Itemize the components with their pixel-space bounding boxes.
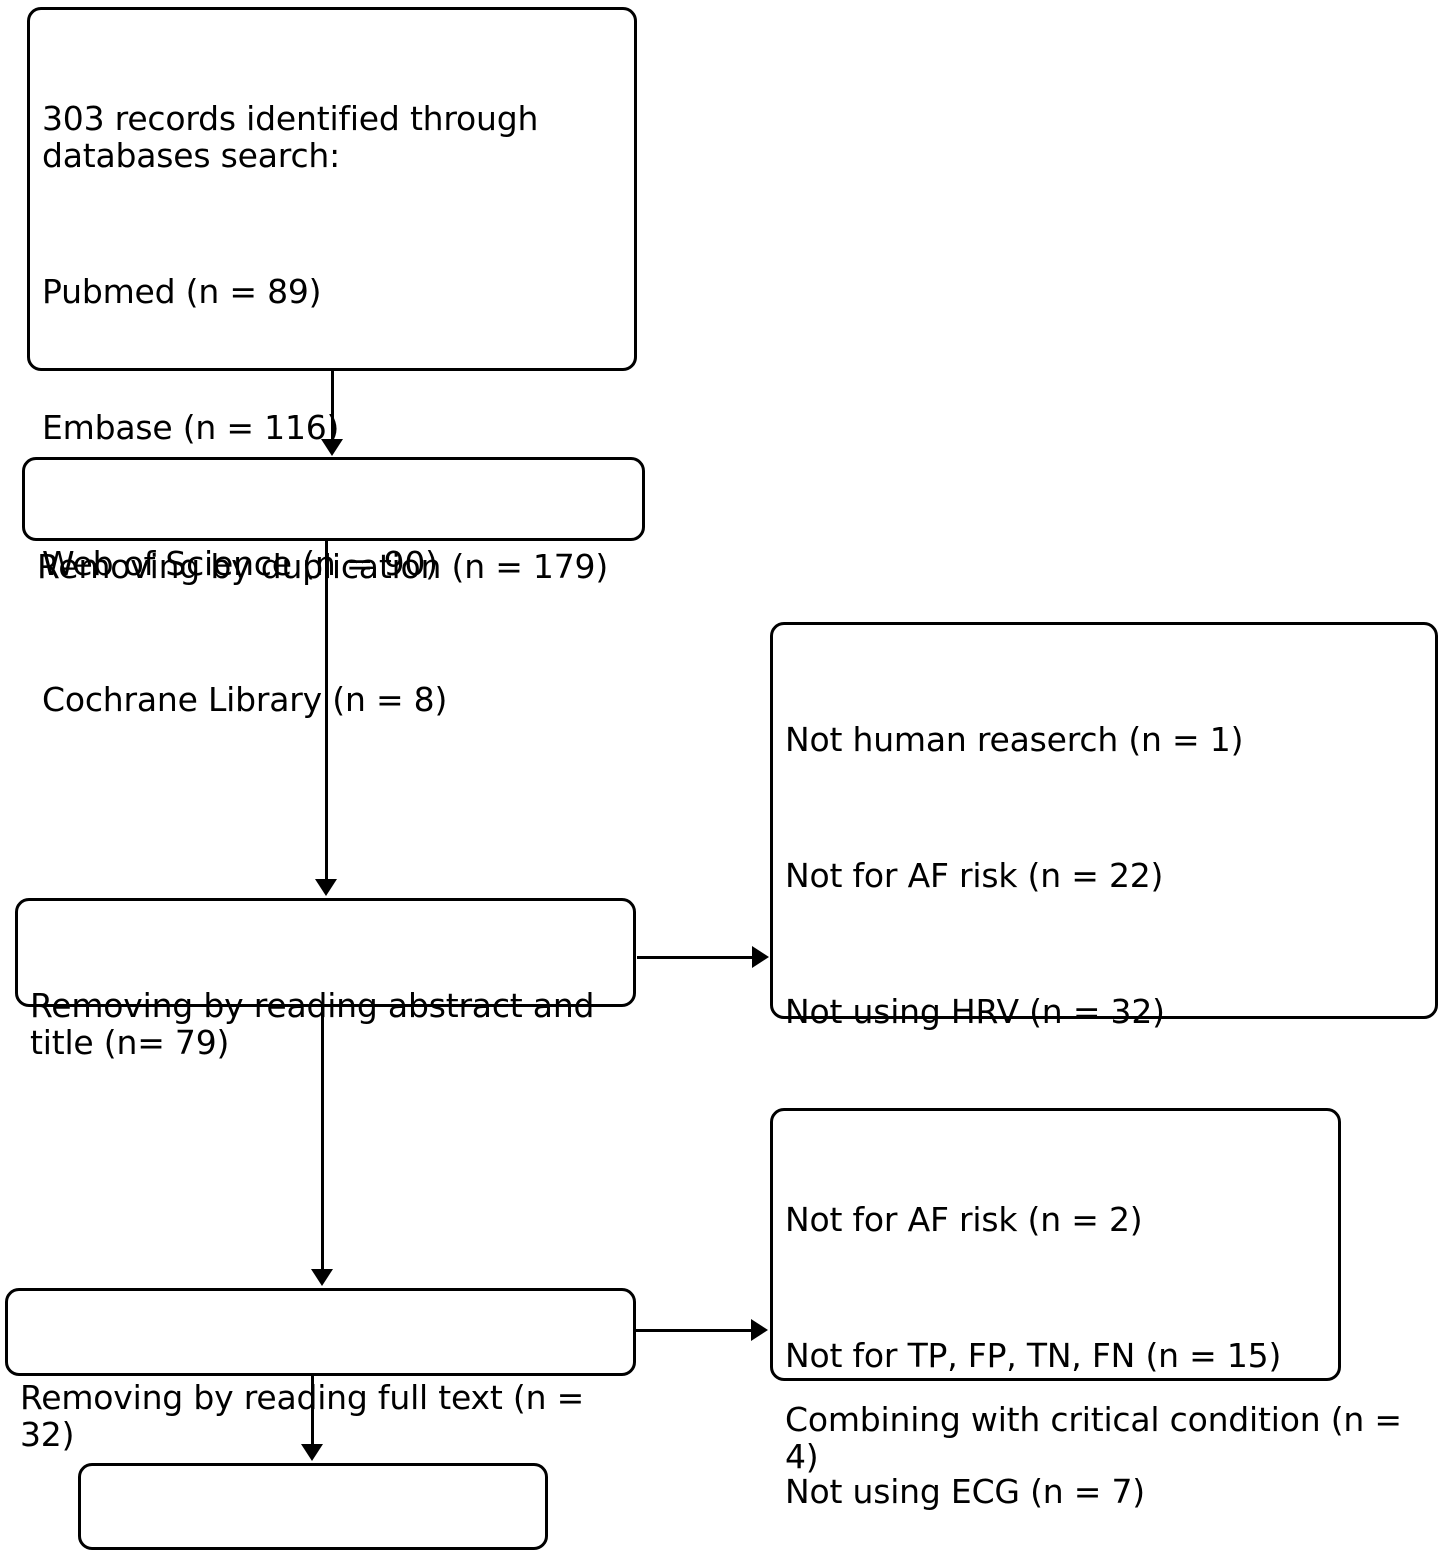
fulltext-exclusions-box: Not for AF risk (n = 2) Not for TP, FP, … <box>770 1108 1341 1510</box>
fulltext-exclusion-line-0: Not for AF risk (n = 2) <box>785 1200 1143 1239</box>
abstract-exclusion-line-0: Not human reaserch (n = 1) <box>785 720 1244 759</box>
identification-line-4: Cochrane Library (n = 8) <box>42 680 448 719</box>
fulltext-exclusion-line-2: Not using ECG (n = 7) <box>785 1472 1145 1511</box>
connector-identification-to-duplication-line <box>331 371 334 443</box>
arrow-right-icon <box>752 946 769 968</box>
identification-line-3: Web of Science (n = 90) <box>42 544 438 583</box>
abstract-screening-line-0: Removing by reading abstract and title (… <box>30 986 605 1062</box>
connector-abstract-to-fulltext-line <box>321 1007 324 1273</box>
duplication-box-text: Removing by duplication (n = 179) <box>37 474 636 659</box>
connector-abstract-to-exclusions-line <box>637 956 755 959</box>
identification-line-0: 303 records identified through databases… <box>42 99 549 175</box>
identification-line-2: Embase (n = 116) <box>42 408 340 447</box>
fulltext-screening-box: Removing by reading full text (n = 32) <box>5 1288 636 1453</box>
fulltext-exclusions-box-text: Not for AF risk (n = 2) Not for TP, FP, … <box>785 1127 1332 1550</box>
arrow-right-icon <box>751 1319 768 1341</box>
arrow-down-icon <box>315 879 337 896</box>
connector-duplication-to-abstract-line <box>325 541 328 883</box>
connector-fulltext-to-final-line <box>311 1376 314 1448</box>
abstract-exclusion-line-1: Not for AF risk (n = 22) <box>785 856 1164 895</box>
duplication-box: Removing by duplication (n = 179) <box>22 457 645 585</box>
arrow-down-icon <box>301 1444 323 1461</box>
identification-box-text: 303 records identified through databases… <box>42 26 628 792</box>
fulltext-screening-box-text: Removing by reading full text (n = 32) <box>20 1305 627 1527</box>
final-inclusion-box-text: Final inclusion (n = 12) <box>93 1482 539 1550</box>
identification-box: 303 records identified through databases… <box>27 7 637 718</box>
identification-line-1: Pubmed (n = 89) <box>42 272 322 311</box>
fulltext-screening-line-0: Removing by reading full text (n = 32) <box>20 1378 595 1454</box>
fulltext-exclusion-line-1: Not for TP, FP, TN, FN (n = 15) <box>785 1336 1282 1375</box>
final-inclusion-box: Final inclusion (n = 12) <box>78 1463 548 1550</box>
abstract-screening-box: Removing by reading abstract and title (… <box>15 898 636 1061</box>
arrow-down-icon <box>311 1269 333 1286</box>
abstract-exclusion-line-2: Not using HRV (n = 32) <box>785 992 1165 1031</box>
duplication-line-0: Removing by duplication (n = 179) <box>37 547 608 586</box>
connector-fulltext-to-exclusions-line <box>636 1329 754 1332</box>
arrow-down-icon <box>321 439 343 456</box>
abstract-exclusion-line-5: Combining with critical condition (n = 4… <box>785 1400 1413 1476</box>
abstract-screening-box-text: Removing by reading abstract and title (… <box>30 913 627 1135</box>
abstract-exclusions-box: Not human reaserch (n = 1) Not for AF ri… <box>770 622 1438 1475</box>
